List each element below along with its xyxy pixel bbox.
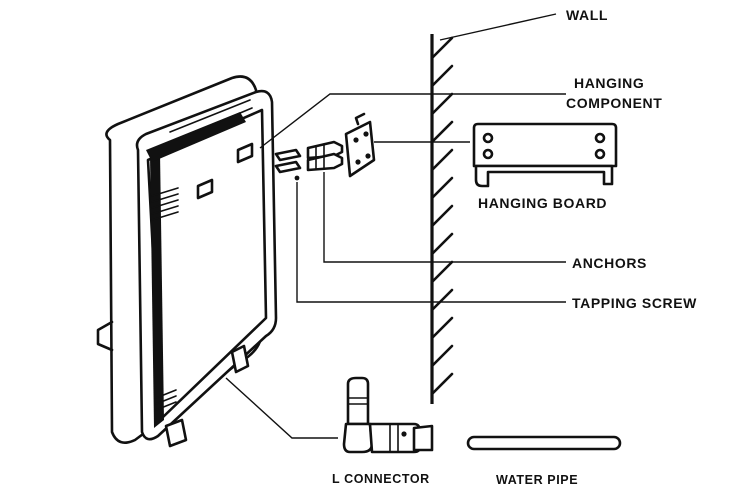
- anchors-label: ANCHORS: [572, 255, 647, 271]
- tapping-screws: [274, 148, 302, 181]
- l-connector: [342, 376, 434, 454]
- tapping-screw-label: TAPPING SCREW: [572, 295, 697, 311]
- anchors: [306, 140, 344, 172]
- wall: [430, 34, 454, 404]
- leader-lines: [225, 13, 566, 439]
- wall-label: WALL: [566, 7, 608, 23]
- hanging-board: [472, 122, 618, 188]
- water-heater-unit: [96, 75, 278, 448]
- water-pipe: [466, 435, 622, 451]
- water-pipe-label: WATER PIPE: [496, 473, 578, 487]
- hanging-board-label: HANGING BOARD: [478, 195, 607, 211]
- l-connector-label: L CONNECTOR: [332, 472, 430, 486]
- hanging-component-label-line2: COMPONENT: [566, 95, 662, 111]
- hanging-component-label-line1: HANGING: [574, 75, 644, 91]
- hanging-component: [344, 112, 376, 178]
